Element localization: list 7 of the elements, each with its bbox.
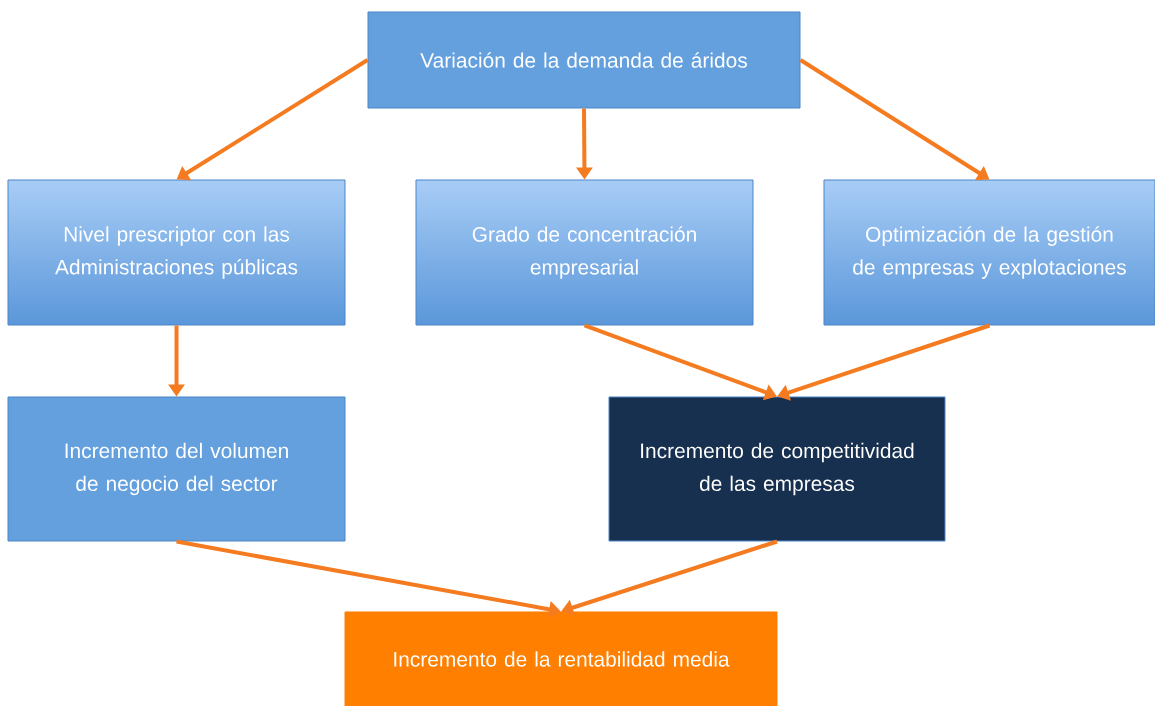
process-box: Incremento de competitividad de las empresas — [608, 396, 946, 542]
process-box: Grado de concentración empresarial — [415, 179, 754, 326]
process-box: Incremento de la rentabilidad media — [344, 611, 778, 706]
process-box: Nivel prescriptor con las Administraciones públicas — [7, 179, 346, 326]
process-box: Optimización de la gestión de empresas y explotaciones — [823, 179, 1155, 326]
process-box: Incremento del volumen de negocio del sector — [7, 396, 346, 542]
process-box: Variación de la demanda de áridos — [367, 11, 801, 109]
